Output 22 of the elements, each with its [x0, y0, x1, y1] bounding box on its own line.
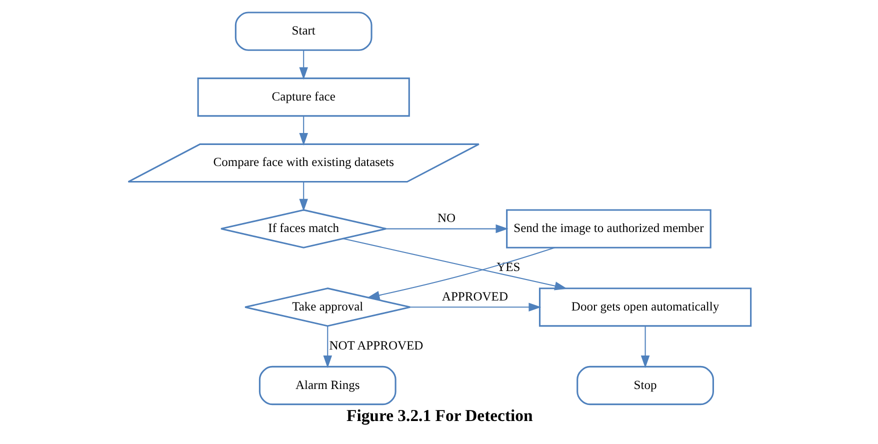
arrow	[298, 50, 308, 80]
node-box: Stop	[576, 366, 714, 406]
edge-label: NO	[436, 211, 456, 226]
node-box: Door gets open automatically	[538, 288, 752, 327]
node-box: Capture face	[196, 78, 410, 117]
edge-label: NOT APPROVED	[328, 338, 423, 353]
node-diamond: Take approval	[244, 288, 410, 327]
edge-label: YES	[496, 260, 520, 274]
edge-label: APPROVED	[441, 289, 508, 304]
arrow	[640, 326, 650, 368]
arrow	[298, 116, 308, 146]
arrow	[342, 238, 567, 290]
arrow	[298, 182, 308, 212]
node-diamond: If faces match	[220, 209, 386, 248]
arrow	[410, 302, 541, 312]
node-box: Start	[234, 12, 372, 51]
arrow	[386, 224, 508, 234]
arrow	[366, 247, 555, 300]
arrow	[322, 326, 332, 368]
node-box: Alarm Rings	[258, 366, 396, 406]
node-box: Send the image to authorized member	[506, 209, 711, 248]
caption: Figure 3.2.1 For Detection	[346, 406, 532, 425]
